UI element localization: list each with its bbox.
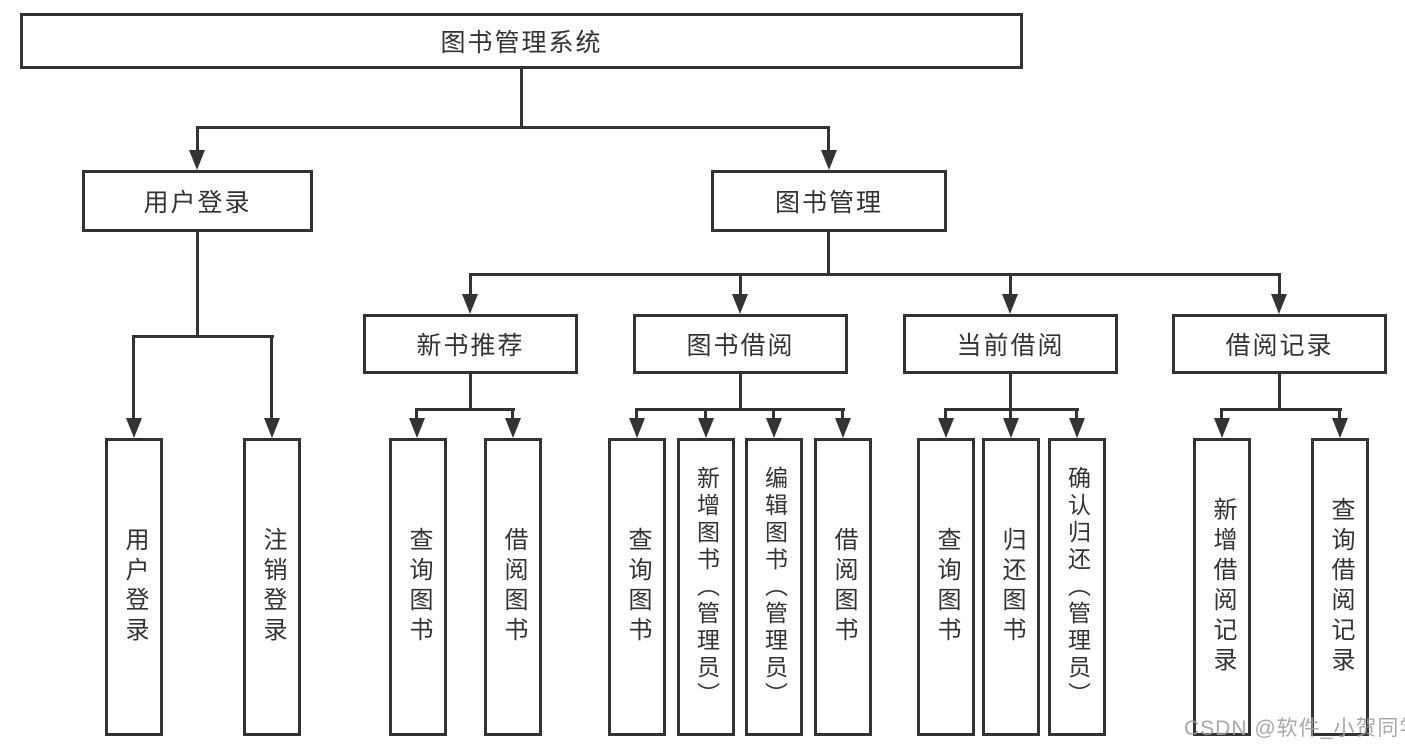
leaf-query-books: 查询图书 — [389, 438, 447, 736]
connector-line — [511, 408, 514, 422]
arrow-down-icon — [835, 418, 851, 438]
leaf-logout: 注销登录 — [243, 438, 301, 736]
connector-line — [739, 273, 742, 298]
node-label: 用户登录 — [143, 189, 252, 217]
node-label: 借阅记录 — [1225, 332, 1334, 360]
connector-line — [944, 408, 947, 422]
connector-line — [1009, 374, 1012, 408]
connector-line — [704, 408, 707, 422]
connector-line — [841, 408, 844, 422]
connector-line — [196, 126, 199, 154]
arrow-down-icon — [126, 418, 142, 438]
arrow-down-icon — [462, 294, 478, 314]
connector-line — [1009, 273, 1012, 298]
node-label: 图书管理 — [774, 189, 883, 217]
arrow-down-icon — [821, 150, 837, 170]
connector-line — [469, 273, 1281, 276]
connector-line — [1220, 408, 1223, 422]
leaf-label: 借阅图书 — [830, 527, 857, 647]
leaf-label: 编辑图书（管理员） — [761, 465, 788, 709]
node-current-borrowing: 当前借阅 — [903, 314, 1118, 374]
leaf-borrow-books: 借阅图书 — [484, 438, 542, 736]
node-book-borrowing: 图书借阅 — [633, 314, 848, 374]
leaf-add-borrow-record: 新增借阅记录 — [1193, 438, 1251, 736]
connector-line — [1278, 374, 1281, 408]
leaf-label: 借阅图书 — [500, 527, 527, 647]
arrow-down-icon — [732, 294, 748, 314]
leaf-query-books: 查询图书 — [608, 438, 666, 736]
connector-line — [772, 408, 775, 422]
arrow-down-icon — [629, 418, 645, 438]
connector-line — [1278, 273, 1281, 298]
connector-line — [827, 126, 830, 154]
connector-line — [520, 69, 523, 126]
node-user-login: 用户登录 — [82, 170, 313, 232]
arrow-down-icon — [698, 418, 714, 438]
arrow-down-icon — [264, 418, 280, 438]
arrow-down-icon — [505, 418, 521, 438]
connector-line — [635, 408, 638, 422]
connector-line — [415, 408, 418, 422]
leaf-label: 归还图书 — [998, 527, 1025, 647]
connector-line — [1338, 408, 1341, 422]
arrow-down-icon — [766, 418, 782, 438]
node-book-management: 图书管理 — [711, 170, 947, 232]
leaf-user-login: 用户登录 — [105, 438, 163, 736]
leaf-label: 查询图书 — [933, 527, 960, 647]
connector-line — [132, 335, 274, 338]
connector-line — [1220, 408, 1342, 411]
arrow-down-icon — [1069, 418, 1085, 438]
connector-line — [1009, 408, 1012, 422]
leaf-borrow-books: 借阅图书 — [814, 438, 872, 736]
leaf-return-books: 归还图书 — [982, 438, 1040, 736]
node-new-book-recommendation: 新书推荐 — [363, 314, 578, 374]
leaf-query-borrow-record: 查询借阅记录 — [1311, 438, 1369, 736]
node-label: 图书管理系统 — [440, 29, 603, 57]
leaf-edit-books-admin: 编辑图书（管理员） — [745, 438, 803, 736]
watermark: CSDN @软件_小贺同学 — [1184, 717, 1405, 740]
connector-line — [739, 374, 742, 408]
connector-line — [1075, 408, 1078, 422]
arrow-down-icon — [1002, 294, 1018, 314]
node-label: 图书借阅 — [686, 332, 795, 360]
node-label: 新书推荐 — [416, 332, 525, 360]
connector-line — [635, 408, 845, 411]
connector-line — [827, 232, 830, 273]
leaf-confirm-return-admin: 确认归还（管理员） — [1048, 438, 1106, 736]
connector-line — [469, 273, 472, 298]
connector-line — [270, 335, 273, 422]
leaf-label: 查询图书 — [405, 527, 432, 647]
node-borrowing-records: 借阅记录 — [1172, 314, 1387, 374]
node-library-management-system: 图书管理系统 — [20, 13, 1023, 69]
arrow-down-icon — [1003, 418, 1019, 438]
connector-line — [469, 374, 472, 408]
leaf-label: 用户登录 — [121, 527, 148, 647]
arrow-down-icon — [409, 418, 425, 438]
arrow-down-icon — [1332, 418, 1348, 438]
arrow-down-icon — [1214, 418, 1230, 438]
leaf-label: 确认归还（管理员） — [1064, 465, 1091, 709]
node-label: 当前借阅 — [956, 332, 1065, 360]
leaf-label: 注销登录 — [259, 527, 286, 647]
leaf-label: 新增借阅记录 — [1209, 497, 1236, 677]
leaf-add-books-admin: 新增图书（管理员） — [677, 438, 735, 736]
arrow-down-icon — [938, 418, 954, 438]
connector-line — [415, 408, 515, 411]
connector-line — [196, 232, 199, 335]
leaf-label: 查询图书 — [624, 527, 651, 647]
arrow-down-icon — [1271, 294, 1287, 314]
arrow-down-icon — [189, 150, 205, 170]
leaf-label: 查询借阅记录 — [1327, 497, 1354, 677]
leaf-label: 新增图书（管理员） — [693, 465, 720, 709]
connector-line — [196, 126, 830, 129]
leaf-query-books: 查询图书 — [917, 438, 975, 736]
connector-line — [132, 335, 135, 422]
